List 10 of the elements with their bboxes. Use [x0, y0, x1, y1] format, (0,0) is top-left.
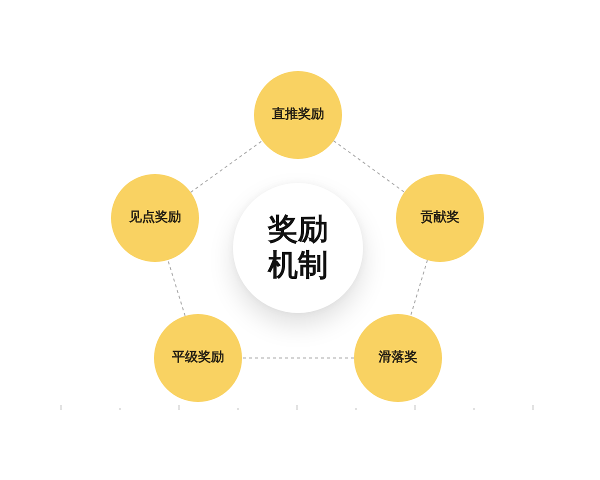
circle-label: 滑落奖: [378, 350, 418, 366]
circle-label: 直推奖励: [272, 107, 324, 123]
dashed-connector: [190, 140, 263, 193]
circle-label: 见点奖励: [129, 210, 181, 226]
dashed-connector: [333, 140, 405, 193]
center-title: 奖励机制: [266, 212, 329, 284]
dashed-connector: [410, 260, 428, 316]
circle-label: 贡献奖: [420, 210, 460, 226]
circle-label: 平级奖励: [172, 350, 224, 366]
dashed-connector: [167, 260, 186, 316]
